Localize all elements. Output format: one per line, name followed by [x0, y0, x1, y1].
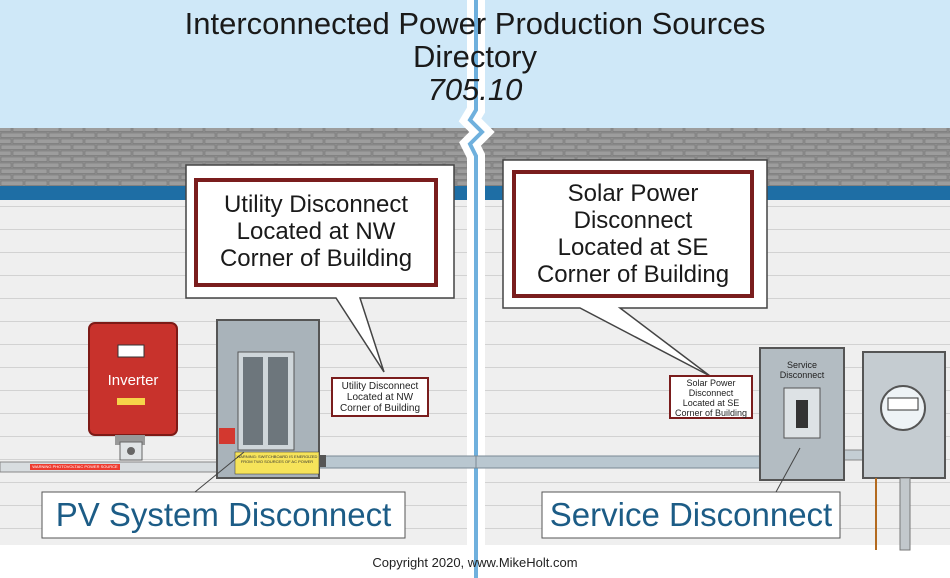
solar-sign-line-4: Corner of Building: [674, 408, 748, 418]
utility-sign: [331, 377, 429, 417]
left-callout-line-2: Located at NW: [236, 218, 396, 245]
right-conduit: [475, 455, 763, 469]
left-conduit: [317, 455, 477, 469]
service-disconnect-handle: [796, 400, 808, 428]
title-line-2: Directory: [412, 39, 537, 74]
copyright-footer: Copyright 2020, www.MikeHolt.com: [372, 555, 578, 570]
pv-label-box: [41, 491, 406, 539]
left-callout-text: Utility Disconnect Located at NW Corner …: [196, 191, 436, 272]
title-code-reference: 705.10: [427, 72, 523, 107]
pv-system-disconnect-label: PV System Disconnect: [55, 496, 392, 533]
right-callout-text: Solar Power Disconnect Located at SE Cor…: [514, 180, 752, 288]
service-label-box: [541, 491, 841, 539]
inverter-label: Inverter: [107, 372, 159, 389]
right-callout-line-4: Corner of Building: [536, 261, 730, 288]
solar-sign-line-1: Solar Power: [686, 378, 736, 388]
utility-sign-line-1: Utility Disconnect: [341, 381, 419, 392]
pipe-warning-text: WARNING PHOTOVOLTAIC POWER SOURCE: [32, 464, 118, 469]
service-disconnect-label: Service Disconnect: [549, 496, 833, 533]
inverter-indicator: [117, 398, 145, 405]
inverter-display: [117, 344, 145, 358]
meter-conduit: [842, 449, 864, 461]
pv-label-leader: [194, 451, 245, 493]
panel-warning-text: WARNING: SWITCHBOARD IS ENERGIZED FROM T…: [236, 454, 318, 464]
utility-sign-text: Utility Disconnect Located at NW Corner …: [332, 381, 428, 414]
inverter-base: [115, 435, 145, 445]
service-enclosure-line-2: Disconnect: [779, 370, 825, 380]
service-disconnect-enclosure-label: Service Disconnect: [760, 360, 844, 380]
right-callout-line-3: Located at SE: [557, 234, 709, 261]
utility-sign-line-2: Located at NW: [346, 392, 414, 403]
left-callout-frame: [194, 178, 438, 287]
solar-sign: [669, 375, 753, 419]
solar-sign-line-3: Located at SE: [682, 398, 740, 408]
junction-box-knob: [127, 447, 135, 455]
meter-readout: [887, 397, 919, 411]
meter-mast: [899, 477, 911, 551]
right-callout-line-1: Solar Power: [567, 180, 699, 207]
pipe-warning-band: [30, 464, 120, 470]
title-line-1: Interconnected Power Production Sources: [184, 6, 766, 41]
pv-panel-red-label: [219, 428, 235, 444]
pv-panel-breakers: [243, 357, 288, 445]
center-break-line-blue: [467, 0, 485, 578]
right-callout-line-2: Disconnect: [573, 207, 693, 234]
left-callout-line-3: Corner of Building: [219, 245, 413, 272]
left-callout-line-1: Utility Disconnect: [223, 191, 409, 218]
right-callout-frame: [512, 170, 754, 298]
solar-sign-text: Solar Power Disconnect Located at SE Cor…: [670, 378, 752, 418]
service-label-leader: [775, 447, 801, 493]
utility-sign-line-3: Corner of Building: [339, 403, 421, 414]
pv-panel-latch: [319, 455, 326, 467]
solar-sign-line-2: Disconnect: [688, 388, 734, 398]
service-enclosure-line-1: Service: [786, 360, 817, 370]
